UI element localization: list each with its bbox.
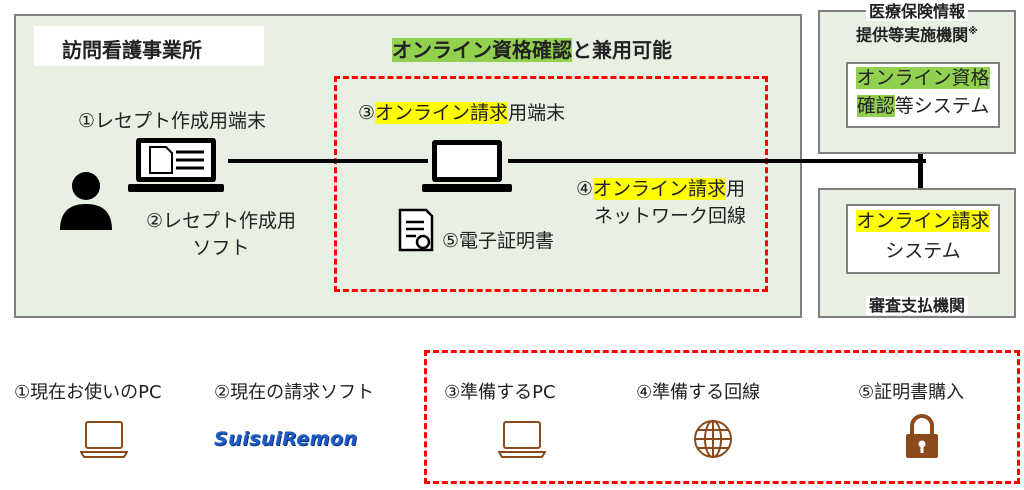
padlock-icon (906, 414, 938, 458)
qualification-system-highlight: 確認 (856, 95, 895, 117)
person-icon (60, 172, 112, 230)
payer-title-text: 審査支払機関 (865, 296, 968, 315)
terminal1-label: ①レセプト作成用端末 (78, 110, 267, 132)
network-line2: ネットワーク回線 (594, 205, 747, 227)
qualification-system-rest: 等システム (894, 95, 990, 117)
certificate-label: ⑤電子証明書 (442, 230, 555, 252)
claim-system-line2: システム (885, 240, 961, 262)
claim-system-highlight: オンライン請求 (856, 210, 990, 232)
software-line2: ソフト (192, 237, 250, 259)
provider-title-line2: 提供等実施機関 (856, 25, 969, 45)
software-line1: ②レセプト作成用 (145, 210, 297, 232)
provider-title-mark: ※ (968, 26, 978, 37)
qualification-system-line1: オンライン資格 (848, 64, 998, 92)
legend-pc-current: ①現在お使いのPC (14, 382, 162, 403)
online-claim-zone (334, 76, 768, 292)
laptop-outline-icon (498, 421, 546, 458)
legend-pc-prepare: ③準備するPC (444, 382, 556, 403)
legend-soft-current: ②現在の請求ソフト (214, 382, 375, 403)
connection-line-network (508, 159, 926, 163)
terminal3-suffix: 用端末 (508, 102, 566, 124)
software-label: ②レセプト作成用 ソフト (136, 206, 306, 260)
qualification-system-box: オンライン資格 確認等システム (846, 62, 1000, 128)
shared-use-label: オンライン資格確認と兼用可能 (392, 34, 672, 63)
claim-system-box: オンライン請求 システム (846, 204, 1000, 274)
legend-cert-buy: ⑤証明書購入 (858, 382, 965, 403)
certificate-icon (398, 208, 434, 252)
laptop-icon (422, 140, 512, 192)
shared-use-suffix: と兼用可能 (572, 38, 672, 62)
laptop-document-icon (128, 138, 224, 192)
office-title: 訪問看護事業所 (62, 38, 202, 62)
network-highlight: オンライン請求 (593, 178, 727, 200)
legend-prepare-zone (424, 350, 1020, 484)
network-suffix: 用 (726, 178, 746, 200)
qualification-system-line1-text: オンライン資格 (856, 67, 990, 89)
suisuiremon-logo: SuisuiRemon (214, 428, 358, 450)
laptop-outline-icon (80, 421, 128, 458)
connection-line-office (228, 159, 428, 163)
shared-use-highlight: オンライン資格確認 (392, 38, 572, 62)
provider-title: 医療保険情報 提供等実施機関※ (818, 2, 1016, 45)
network-prefix: ④ (576, 178, 594, 200)
legend-line-prepare: ④準備する回線 (636, 382, 761, 403)
claim-system-line1: オンライン請求 (848, 206, 998, 236)
terminal3-prefix: ③ (358, 102, 376, 124)
terminal3-label: ③オンライン請求用端末 (358, 98, 565, 125)
payer-title: 審査支払機関 (818, 292, 1016, 316)
terminal3-highlight: オンライン請求 (375, 102, 509, 124)
network-label: ④オンライン請求用 ネットワーク回線 (576, 174, 746, 228)
provider-title-line1: 医療保険情報 (865, 2, 968, 21)
qualification-system-line2: 確認等システム (848, 92, 998, 120)
globe-icon (694, 420, 732, 458)
connection-line-vertical (918, 124, 923, 188)
office-title-box (34, 26, 264, 66)
